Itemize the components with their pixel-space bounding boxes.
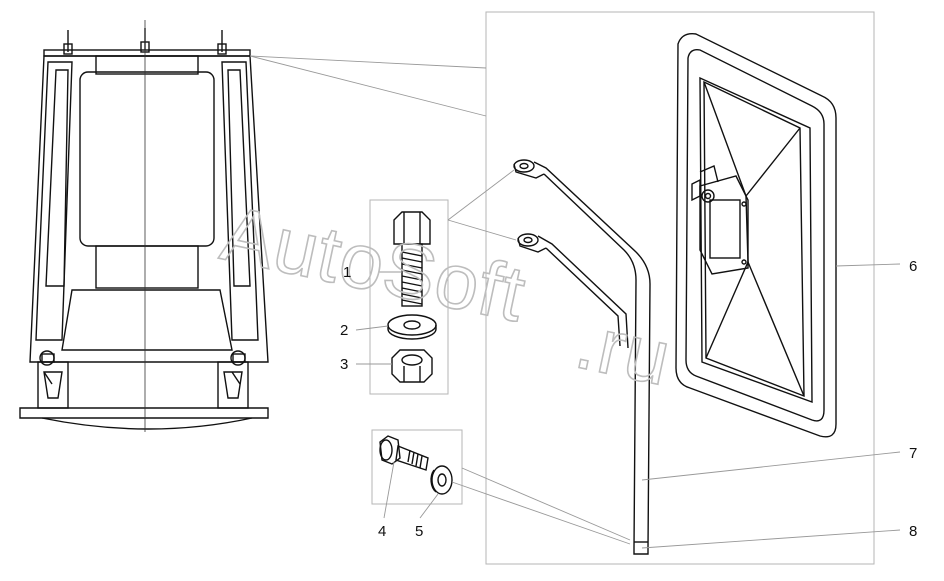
- callout-4: 4: [378, 523, 386, 540]
- mirror-bracket-7: [513, 159, 651, 555]
- cab-rear-view: [19, 28, 269, 430]
- bolt-4: [379, 435, 429, 471]
- callout-7: 7: [909, 445, 917, 462]
- washer-2: [387, 314, 437, 340]
- callouts: 1 2 3 4 5 6 7 8: [340, 258, 917, 540]
- watermark-autosoft: AutoSoft: [214, 189, 533, 339]
- washer-5: [430, 465, 453, 495]
- leader-lines: [249, 55, 901, 549]
- callout-1: 1: [343, 264, 351, 281]
- callout-2: 2: [340, 322, 348, 339]
- fastener-group-frame-upper: [369, 199, 449, 395]
- watermark-ru: .ru: [568, 297, 678, 403]
- nut-3: [391, 349, 433, 383]
- mirror-assembly-frame: [485, 11, 875, 565]
- callout-5: 5: [415, 523, 423, 540]
- callout-8: 8: [909, 523, 917, 540]
- callout-6: 6: [909, 258, 917, 275]
- callout-3: 3: [340, 356, 348, 373]
- mirror-housing-6: [675, 33, 837, 438]
- fastener-group-frame-lower: [371, 429, 463, 505]
- bolt-1: [393, 211, 431, 307]
